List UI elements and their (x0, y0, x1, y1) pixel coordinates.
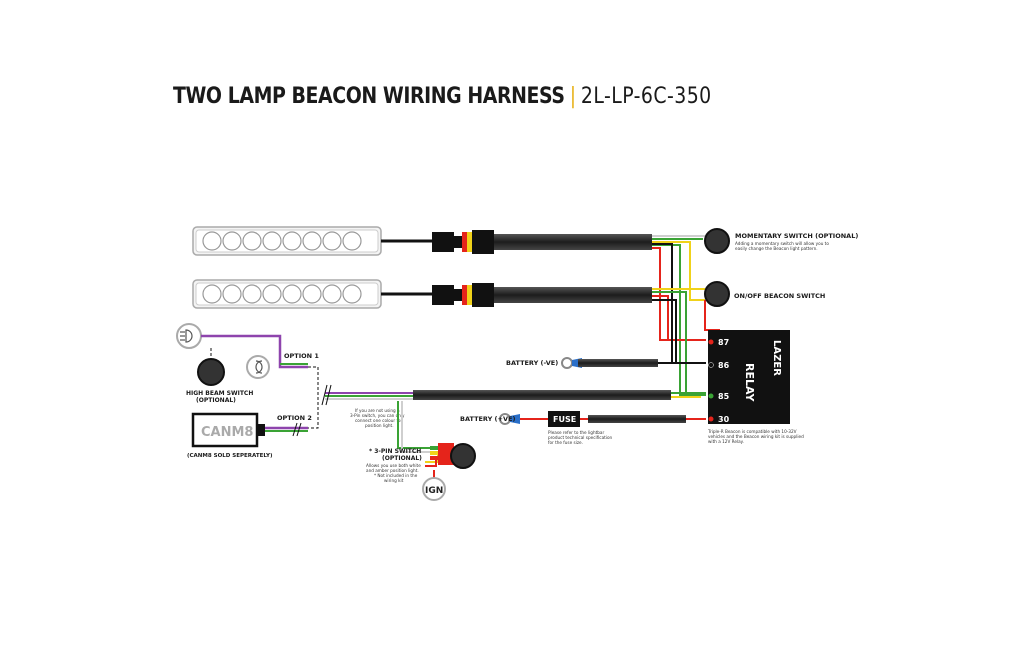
lightbar-top (192, 226, 382, 256)
three-pin-note-1: If you are not using a (355, 408, 400, 413)
pin-86: 86 (718, 361, 730, 370)
fuse-note-1: Please refer to the lightbar (548, 430, 604, 435)
fuse: FUSE (548, 411, 580, 427)
momentary-switch (704, 228, 730, 254)
three-pin-switch (430, 443, 476, 469)
connector-bottom (432, 283, 494, 307)
relay-note-3: with a 12V Relay. (708, 439, 744, 444)
pin-87: 87 (718, 338, 729, 347)
momentary-note-2: easily change the Beacon light pattern. (735, 246, 818, 251)
three-pin-desc-3: * Not included in the (374, 473, 418, 478)
three-pin-desc-2: and amber position light. (366, 468, 419, 473)
battery-negative (561, 357, 660, 369)
onoff-switch-label: ON/OFF BEACON SWITCH (734, 292, 825, 300)
pin-30: 30 (718, 415, 730, 424)
title-main: TWO LAMP BEACON WIRING HARNESS (173, 84, 565, 109)
pin-85: 85 (718, 392, 730, 401)
fuse-note-3: for the fuse size. (548, 440, 583, 445)
relay: 87 86 85 30 RELAY LAZER (708, 330, 790, 424)
high-beam-lamp-icon (176, 323, 202, 349)
high-beam-switch (197, 358, 225, 386)
title-code: 2L-LP-6C-350 (580, 84, 712, 109)
battery-positive (499, 413, 548, 425)
three-pin-note-3: connect one colour for (355, 418, 402, 423)
connector-top (432, 230, 494, 254)
position-lamp-icon (246, 355, 270, 379)
title-separator: | (569, 84, 576, 109)
battery-neg-label: BATTERY (-VE) (506, 359, 558, 367)
relay-note-1: Triple-R Beacon is compatible with 10-32… (707, 429, 797, 434)
high-beam-switch-optional: (OPTIONAL) (196, 397, 236, 404)
relay-brand-logo: LAZER (771, 340, 782, 376)
three-pin-note-2: 3-Pin switch, you can only (350, 413, 405, 418)
lightbar-bottom (192, 279, 382, 309)
relay-label: RELAY (743, 363, 756, 402)
three-pin-desc-1: Allows you use both white (366, 463, 421, 468)
canm8-module: CANM8 (191, 412, 265, 448)
momentary-switch-label: MOMENTARY SWITCH (OPTIONAL) (735, 232, 858, 240)
onoff-switch (704, 281, 730, 307)
momentary-note-1: Adding a momentary switch will allow you… (735, 241, 829, 246)
page-title: TWO LAMP BEACON WIRING HARNESS|2L-LP-6C-… (173, 84, 712, 109)
option1-label: OPTION 1 (284, 352, 319, 360)
battery-pos-label: BATTERY (+VE) (460, 415, 515, 423)
fuse-note-2: product technical specification (548, 435, 613, 440)
relay-note-2: vehicles and the Beacon wiring kit is su… (708, 434, 804, 439)
fuse-label: FUSE (553, 415, 576, 424)
ignition-icon: IGN (422, 477, 446, 501)
three-pin-switch-label: * 3-PIN SWITCH (369, 448, 421, 455)
three-pin-note-4: position light. (365, 423, 394, 428)
three-pin-switch-optional: (OPTIONAL) (382, 455, 422, 462)
ign-label: IGN (425, 486, 443, 496)
canm8-label: CANM8 (201, 425, 253, 440)
high-beam-switch-label: HIGH BEAM SWITCH (186, 390, 253, 397)
option2-label: OPTION 2 (277, 414, 312, 422)
canm8-note: (CANM8 SOLD SEPERATELY) (187, 453, 273, 459)
three-pin-desc-4: wiring kit (384, 478, 404, 483)
